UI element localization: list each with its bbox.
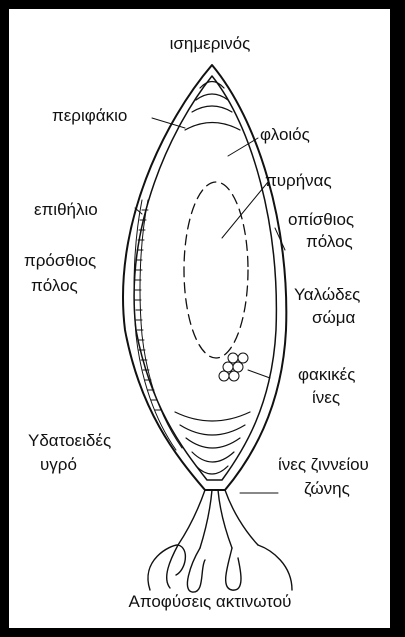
label-aqueous-line2: υγρό: [40, 455, 77, 474]
label-epithelium: επιθήλιο: [34, 200, 98, 219]
label-capsule: περιφάκιο: [52, 106, 127, 125]
label-vitreous-line1: Υαλώδες: [294, 285, 360, 304]
label-posterior-pole-line2: πόλος: [306, 232, 353, 251]
ciliary-processes: [148, 545, 292, 592]
label-ciliary: Αποφύσεις ακτινωτού: [129, 592, 292, 611]
zonule-fibers: [178, 490, 258, 548]
label-equator: ισημερινός: [170, 34, 251, 53]
label-anterior-pole-line1: πρόσθιος: [24, 251, 96, 270]
lower-fibers: [175, 412, 250, 474]
label-anterior-pole-line2: πόλος: [31, 276, 78, 295]
label-cortex: φλοιός: [260, 125, 310, 144]
label-posterior-pole-line1: οπίσθιος: [288, 210, 354, 229]
label-lens-fibers-line1: φακικές: [298, 365, 355, 384]
label-aqueous-line1: Υδατοειδές: [28, 431, 111, 450]
label-vitreous-line2: σώμα: [312, 308, 356, 327]
lens-nucleus: [184, 182, 248, 358]
label-nucleus: πυρήνας: [265, 171, 332, 190]
label-zonule-line2: ζώνης: [304, 479, 350, 498]
label-zonule-line1: ίνες ζιννείου: [278, 455, 369, 474]
label-lens-fibers-line2: ίνες: [312, 388, 340, 407]
lens-fiber-cells: [219, 353, 248, 381]
